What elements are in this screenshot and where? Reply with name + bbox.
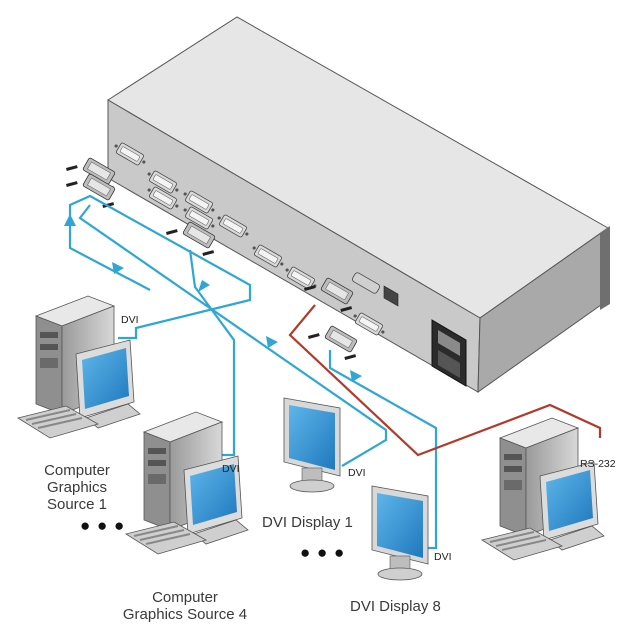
label-dvi-display-1: DVI	[348, 467, 366, 479]
ethernet-port	[383, 285, 399, 307]
label-computer-source-1: Computer Graphics Source 1	[22, 462, 132, 513]
label-line: Graphics Source 4	[122, 606, 248, 623]
label-dvi-source-4: DVI	[222, 463, 240, 475]
label-line: Graphics	[46, 479, 108, 496]
dvi-display-1	[283, 397, 341, 493]
cable-display-1	[78, 204, 388, 467]
rs232-port	[352, 272, 380, 294]
plug-display-8	[306, 316, 365, 364]
label-computer-source-4: Computer Graphics Source 4	[110, 589, 260, 623]
computer-source-4	[125, 411, 249, 555]
computer-rs232-controller	[481, 417, 605, 561]
dvi-display-8	[371, 485, 429, 581]
label-dvi-source-1: DVI	[121, 314, 139, 326]
ellipsis-displays: ● ● ●	[300, 543, 346, 562]
power-inlet	[431, 319, 467, 387]
signal-arrows	[64, 214, 362, 382]
cable-display-8	[328, 350, 438, 550]
matrix-switcher-device	[64, 16, 610, 393]
cable-source-4	[188, 249, 236, 457]
label-dvi-display-8: DVI	[434, 551, 452, 563]
label-rs232: RS-232	[580, 458, 616, 470]
ellipsis-sources: ● ● ●	[80, 516, 126, 535]
label-line: Computer	[152, 589, 218, 606]
label-line: Source 1	[46, 496, 108, 513]
label-line: Computer	[44, 462, 110, 479]
cable-rs232	[288, 304, 602, 457]
label-dvi-display-8: DVI Display 8	[350, 598, 441, 615]
cable-source-1	[68, 194, 252, 340]
dvi-cables	[68, 194, 438, 550]
label-dvi-display-1: DVI Display 1	[262, 514, 353, 531]
